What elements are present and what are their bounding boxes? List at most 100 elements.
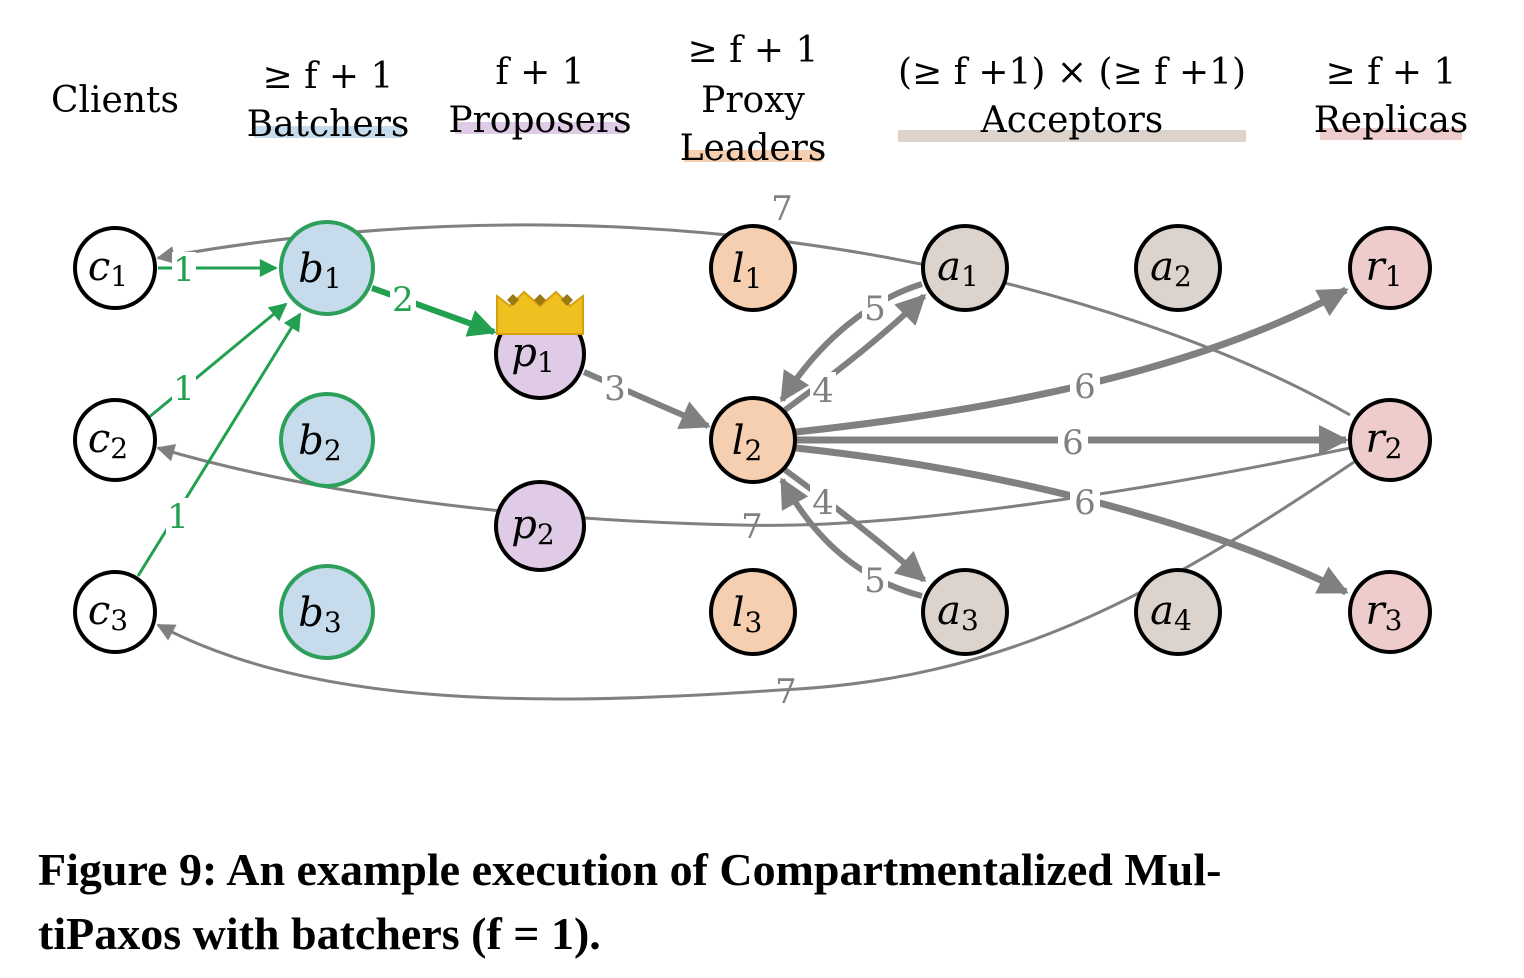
node-c3: c3 [73,570,157,654]
edge-c2-b1 [147,302,288,420]
edge-a1-l2 [779,281,923,403]
node-r2-base: r [1366,416,1388,462]
node-a1: a1 [921,224,1009,312]
node-b1: b1 [279,220,375,316]
node-l2-base: l [732,418,745,464]
client-batcher-edges: 1 1 1 [136,250,302,577]
edge-label-l2-r1: 6 [1074,367,1096,407]
batcher-nodes: b1 b2 b3 [279,220,375,660]
svg-text:a2: a2 [1150,244,1192,293]
proxy-label-line2: Leaders [680,128,827,169]
execution-diagram: Clients ≥ f + 1 Batchers f + 1 Proposers… [51,30,1469,712]
node-l3-sub: 3 [744,606,762,639]
node-c1-base: c [88,244,110,290]
svg-text:l3: l3 [732,590,763,639]
proxy-count: ≥ f + 1 [688,30,819,71]
node-a4-sub: 4 [1174,604,1192,637]
svg-text:p2: p2 [511,502,554,551]
node-a4-base: a [1150,588,1174,634]
svg-text:l2: l2 [732,418,763,467]
node-p1-sub: 1 [537,346,555,379]
node-r2-sub: 2 [1385,432,1403,465]
acceptors-count: (≥ f +1) × (≥ f +1) [898,52,1246,93]
node-r3-sub: 3 [1385,604,1403,637]
node-b2-base: b [298,418,324,464]
replica-nodes: r1 r2 r3 [1348,226,1432,654]
node-p1-base: p [511,330,537,376]
header-replicas: ≥ f + 1 Replicas [1314,52,1469,141]
node-r3: r3 [1348,570,1432,654]
acceptors-underline [898,130,1246,142]
acceptors-label: Acceptors [980,100,1164,141]
node-a2-sub: 2 [1174,260,1192,293]
node-b2: b2 [279,392,375,488]
edge-label-r2-c3: 7 [775,672,797,712]
node-p2-sub: 2 [537,518,555,551]
edge-l2-a1 [783,293,927,413]
node-c1: c1 [73,226,157,310]
node-l2: l2 [709,396,797,484]
node-r1-base: r [1366,244,1388,290]
header-proxy-leaders: ≥ f + 1 Proxy Leaders [680,30,827,169]
edge-label-a1-l2: 5 [864,289,886,329]
svg-text:b1: b1 [298,246,341,295]
svg-text:r2: r2 [1366,416,1403,465]
svg-text:c1: c1 [88,244,128,293]
replicas-label: Replicas [1314,100,1469,141]
node-b1-base: b [298,246,324,292]
node-b3-sub: 3 [324,606,342,639]
batchers-underline [254,126,402,138]
proxy-acceptor-edges: 4 5 4 5 [779,281,927,601]
edge-label-l2-a1: 4 [812,371,834,411]
node-l2-sub: 2 [744,434,762,467]
edge-label-r2-c1: 7 [771,189,793,229]
node-a3-base: a [937,588,961,634]
client-nodes: c1 c2 c3 [73,226,157,654]
svg-text:a1: a1 [937,244,979,293]
caption-line2: tiPaxos with batchers (f = 1). [38,908,601,959]
batchers-count: ≥ f + 1 [263,56,394,97]
batchers-label: Batchers [247,104,410,145]
acceptor-nodes: a1 a2 a3 a4 [921,224,1222,656]
edge-label-l2-a3: 4 [812,483,834,523]
batcher-proposer-edge: 2 [370,278,497,337]
svg-text:p1: p1 [511,330,554,379]
node-p2-base: p [511,502,537,548]
replicas-count: ≥ f + 1 [1326,52,1457,93]
proposer-proxy-edge: 3 [582,368,711,429]
node-c3-sub: 3 [110,604,128,637]
node-b1-sub: 1 [324,262,342,295]
node-l3-base: l [732,590,745,636]
svg-text:b3: b3 [298,590,341,639]
proposers-underline [455,122,625,134]
node-p2: p2 [494,480,586,572]
node-a4: a4 [1134,568,1222,656]
header-batchers: ≥ f + 1 Batchers [247,56,410,145]
svg-text:a4: a4 [1150,588,1192,637]
edge-label-c3-b1: 1 [167,497,189,537]
proxy-label-line1: Proxy [701,80,805,121]
edge-label-c2-b1: 1 [173,369,195,409]
node-a2: a2 [1134,224,1222,312]
proxy-underline [684,150,822,162]
header-proposers: f + 1 Proposers [448,52,631,141]
svg-text:c2: c2 [88,416,128,465]
proxy-replica-edges: 6 6 6 [795,286,1349,596]
header-clients: Clients [51,80,179,121]
proposers-label: Proposers [448,100,631,141]
node-c2-sub: 2 [110,432,128,465]
edge-a3-l2 [779,477,923,599]
svg-text:b2: b2 [298,418,341,467]
node-a1-base: a [937,244,961,290]
proposer-nodes: p1 p2 [494,290,586,572]
svg-text:r3: r3 [1366,588,1403,637]
node-c1-sub: 1 [110,260,128,293]
node-b3: b3 [279,564,375,660]
svg-text:l1: l1 [732,246,763,295]
node-c2-base: c [88,416,110,462]
node-l3: l3 [709,568,797,656]
crown-icon [496,290,584,335]
node-c2: c2 [73,398,157,482]
node-l1-base: l [732,246,745,292]
edge-r2-c1 [156,223,1351,417]
